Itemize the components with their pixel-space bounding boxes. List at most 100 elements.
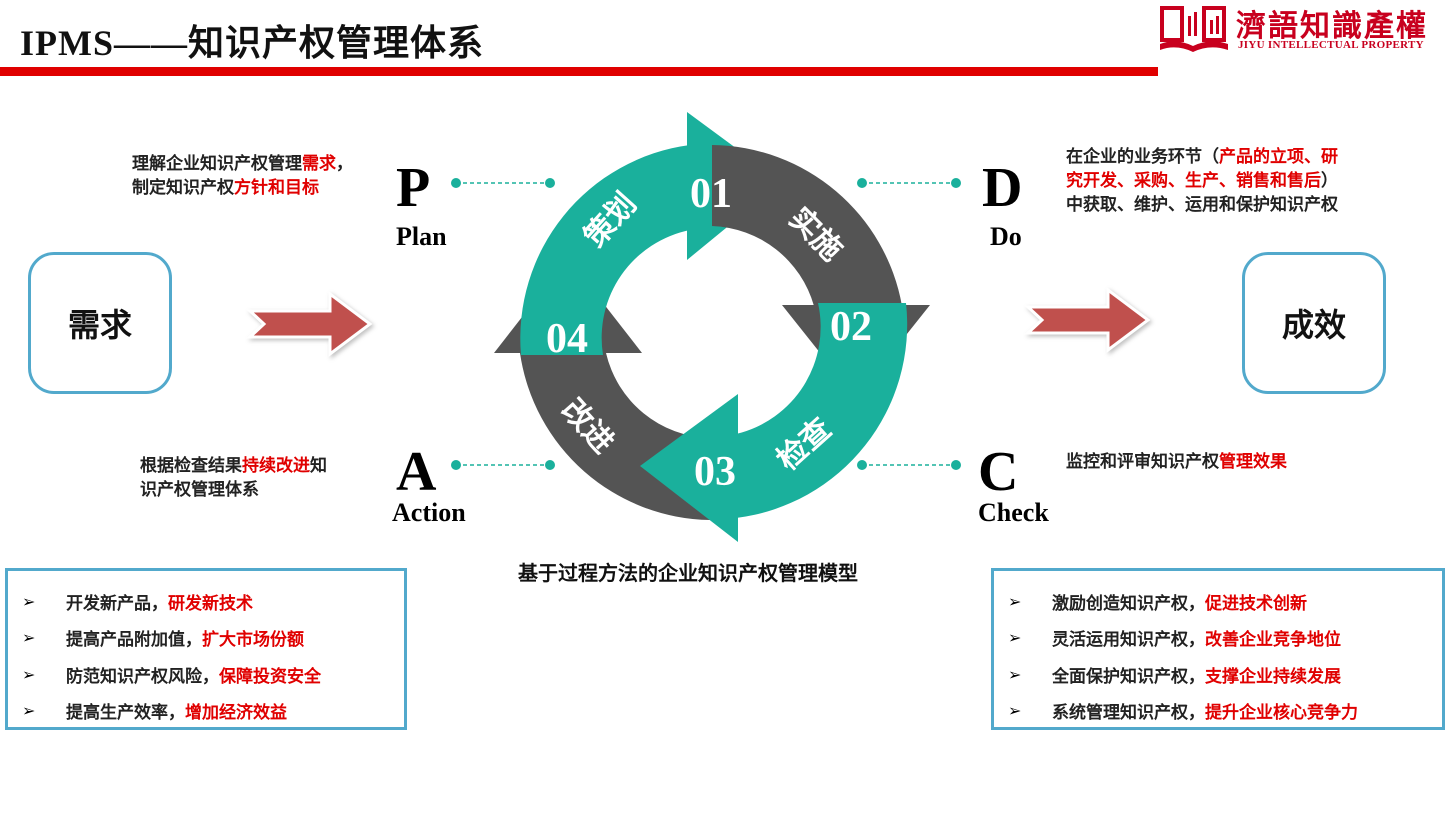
text-segment: 开发新产品， (66, 593, 168, 614)
connector-dot (545, 178, 555, 188)
do-letter: D (982, 157, 1023, 219)
connector-dot (451, 460, 461, 470)
text-segment: 激励创造知识产权， (1052, 593, 1205, 614)
step-label-04: 改进 (554, 392, 621, 461)
plan-word: Plan (396, 222, 447, 251)
connector-dot (857, 178, 867, 188)
connector-dot (451, 178, 461, 188)
list-item: ➢ 灵活运用知识产权，改善企业竞争地位 (1008, 620, 1442, 657)
text-segment: 知 (310, 456, 327, 476)
highlight-text: 研发新技术 (168, 593, 253, 614)
list-item: ➢ 开发新产品，研发新技术 (22, 583, 404, 620)
list-item: ➢ 全面保护知识产权，支撑企业持续发展 (1008, 656, 1442, 693)
do-description: 在企业的业务环节（产品的立项、研究开发、采购、生产、销售和售后）中获取、维护、运… (1066, 145, 1338, 217)
arrow-bullet-icon: ➢ (22, 701, 36, 721)
arrow-bullet-icon: ➢ (22, 628, 36, 648)
highlight-text: 促进技术创新 (1205, 593, 1307, 614)
action-description: 根据检查结果持续改进知识产权管理体系 (140, 454, 327, 502)
description-line: 根据检查结果持续改进知 (140, 454, 327, 478)
text-segment: 全面保护知识产权， (1052, 666, 1205, 687)
cycle-segment-03 (736, 303, 908, 518)
text-segment: 识产权管理体系 (140, 480, 259, 500)
right-benefit-list: ➢ 激励创造知识产权，促进技术创新 ➢ 灵活运用知识产权，改善企业竞争地位 ➢ 全面保护知… (991, 568, 1445, 730)
arrow-bullet-icon: ➢ (22, 664, 36, 684)
text-segment: 中获取、维护、运用和保护知识产权 (1066, 195, 1338, 215)
description-line: 识产权管理体系 (140, 478, 327, 502)
highlight-text: 提升企业核心竞争力 (1205, 703, 1358, 724)
logo-english-name: JIYU INTELLECTUAL PROPERTY (1238, 39, 1424, 51)
page-title: IPMS——知识产权管理体系 (20, 23, 485, 63)
logo-chinese-name: 濟語知識產權 (1236, 9, 1428, 44)
list-item-text: 激励创造知识产权，促进技术创新 (1052, 589, 1307, 614)
description-line: 究开发、采购、生产、销售和售后） (1066, 169, 1338, 193)
description-line: 监控和评审知识产权管理效果 (1066, 450, 1287, 474)
connector-dot (951, 178, 961, 188)
text-segment: 制定知识产权 (132, 178, 234, 198)
description-line: 在企业的业务环节（产品的立项、研 (1066, 145, 1338, 169)
list-item: ➢ 激励创造知识产权，促进技术创新 (1008, 583, 1442, 620)
arrow-bullet-icon: ➢ (1008, 628, 1022, 648)
arrow-bullet-icon: ➢ (1008, 664, 1022, 684)
list-item-text: 提高生产效率，增加经济效益 (66, 698, 287, 723)
text-segment: 防范知识产权风险， (66, 666, 219, 687)
description-line: 理解企业知识产权管理需求， (132, 152, 353, 176)
highlight-text: 扩大市场份额 (202, 630, 304, 651)
step-number-03: 03 (694, 449, 736, 495)
connector-dot (545, 460, 555, 470)
step-number-02: 02 (830, 304, 872, 350)
arrow-bullet-icon: ➢ (1008, 701, 1022, 721)
highlight-text: 保障投资安全 (219, 666, 321, 687)
title-underline (0, 67, 1158, 76)
description-line: 中获取、维护、运用和保护知识产权 (1066, 193, 1338, 217)
output-result-box: 成效 (1242, 252, 1386, 394)
step-label-01: 策划 (577, 186, 644, 255)
brand-logo: 濟語知識產權 JIYU INTELLECTUAL PROPERTY (1158, 2, 1448, 56)
list-item-text: 系统管理知识产权，提升企业核心竞争力 (1052, 698, 1358, 723)
text-segment: 系统管理知识产权， (1052, 703, 1205, 724)
action-word: Action (392, 498, 466, 527)
text-segment: 监控和评审知识产权 (1066, 452, 1219, 472)
text-segment: ， (336, 154, 353, 174)
list-item: ➢ 系统管理知识产权，提升企业核心竞争力 (1008, 693, 1442, 730)
list-item-text: 防范知识产权风险，保障投资安全 (66, 662, 321, 687)
list-item-text: 全面保护知识产权，支撑企业持续发展 (1052, 662, 1341, 687)
list-item-text: 灵活运用知识产权，改善企业竞争地位 (1052, 625, 1341, 650)
step-number-01: 01 (690, 171, 732, 217)
text-segment: 在企业的业务环节（ (1066, 147, 1219, 167)
highlight-text: 支撑企业持续发展 (1205, 666, 1341, 687)
plan-letter: P (396, 157, 431, 219)
highlight-text: 究开发、采购、生产、销售和售后 (1066, 171, 1321, 191)
step-label-03: 检查 (770, 411, 839, 478)
text-segment: 提高生产效率， (66, 703, 185, 724)
arrow-bullet-icon: ➢ (22, 591, 36, 611)
text-segment: ） (1321, 171, 1338, 191)
flow-arrow-in-icon (246, 291, 373, 357)
highlight-text: 方针和目标 (234, 178, 319, 198)
action-letter: A (396, 441, 437, 503)
highlight-text: 增加经济效益 (185, 703, 287, 724)
description-line: 制定知识产权方针和目标 (132, 176, 353, 200)
highlight-text: 持续改进 (242, 456, 310, 476)
step-number-04: 04 (546, 316, 588, 362)
text-segment: 理解企业知识产权管理 (132, 154, 302, 174)
connector-dot (951, 460, 961, 470)
flow-arrow-out-icon (1024, 287, 1151, 353)
list-item-text: 提高产品附加值，扩大市场份额 (66, 625, 304, 650)
left-benefit-list: ➢ 开发新产品，研发新技术 ➢ 提高产品附加值，扩大市场份额 ➢ 防范知识产权风险，保障投… (5, 568, 407, 730)
check-word: Check (978, 498, 1049, 527)
arrow-bullet-icon: ➢ (1008, 591, 1022, 611)
list-item: ➢ 防范知识产权风险，保障投资安全 (22, 656, 404, 693)
highlight-text: 管理效果 (1219, 452, 1287, 472)
text-segment: 提高产品附加值， (66, 630, 202, 651)
list-item: ➢ 提高生产效率，增加经济效益 (22, 693, 404, 730)
do-word: Do (990, 222, 1022, 251)
list-item-text: 开发新产品，研发新技术 (66, 589, 253, 614)
model-caption: 基于过程方法的企业知识产权管理模型 (518, 561, 858, 585)
highlight-text: 改善企业竞争地位 (1205, 630, 1341, 651)
step-label-02: 实施 (781, 200, 850, 269)
text-segment: 根据检查结果 (140, 456, 242, 476)
highlight-text: 产品的立项、研 (1219, 147, 1338, 167)
check-letter: C (978, 441, 1019, 503)
plan-description: 理解企业知识产权管理需求，制定知识产权方针和目标 (132, 152, 353, 200)
input-demand-box: 需求 (28, 252, 172, 394)
